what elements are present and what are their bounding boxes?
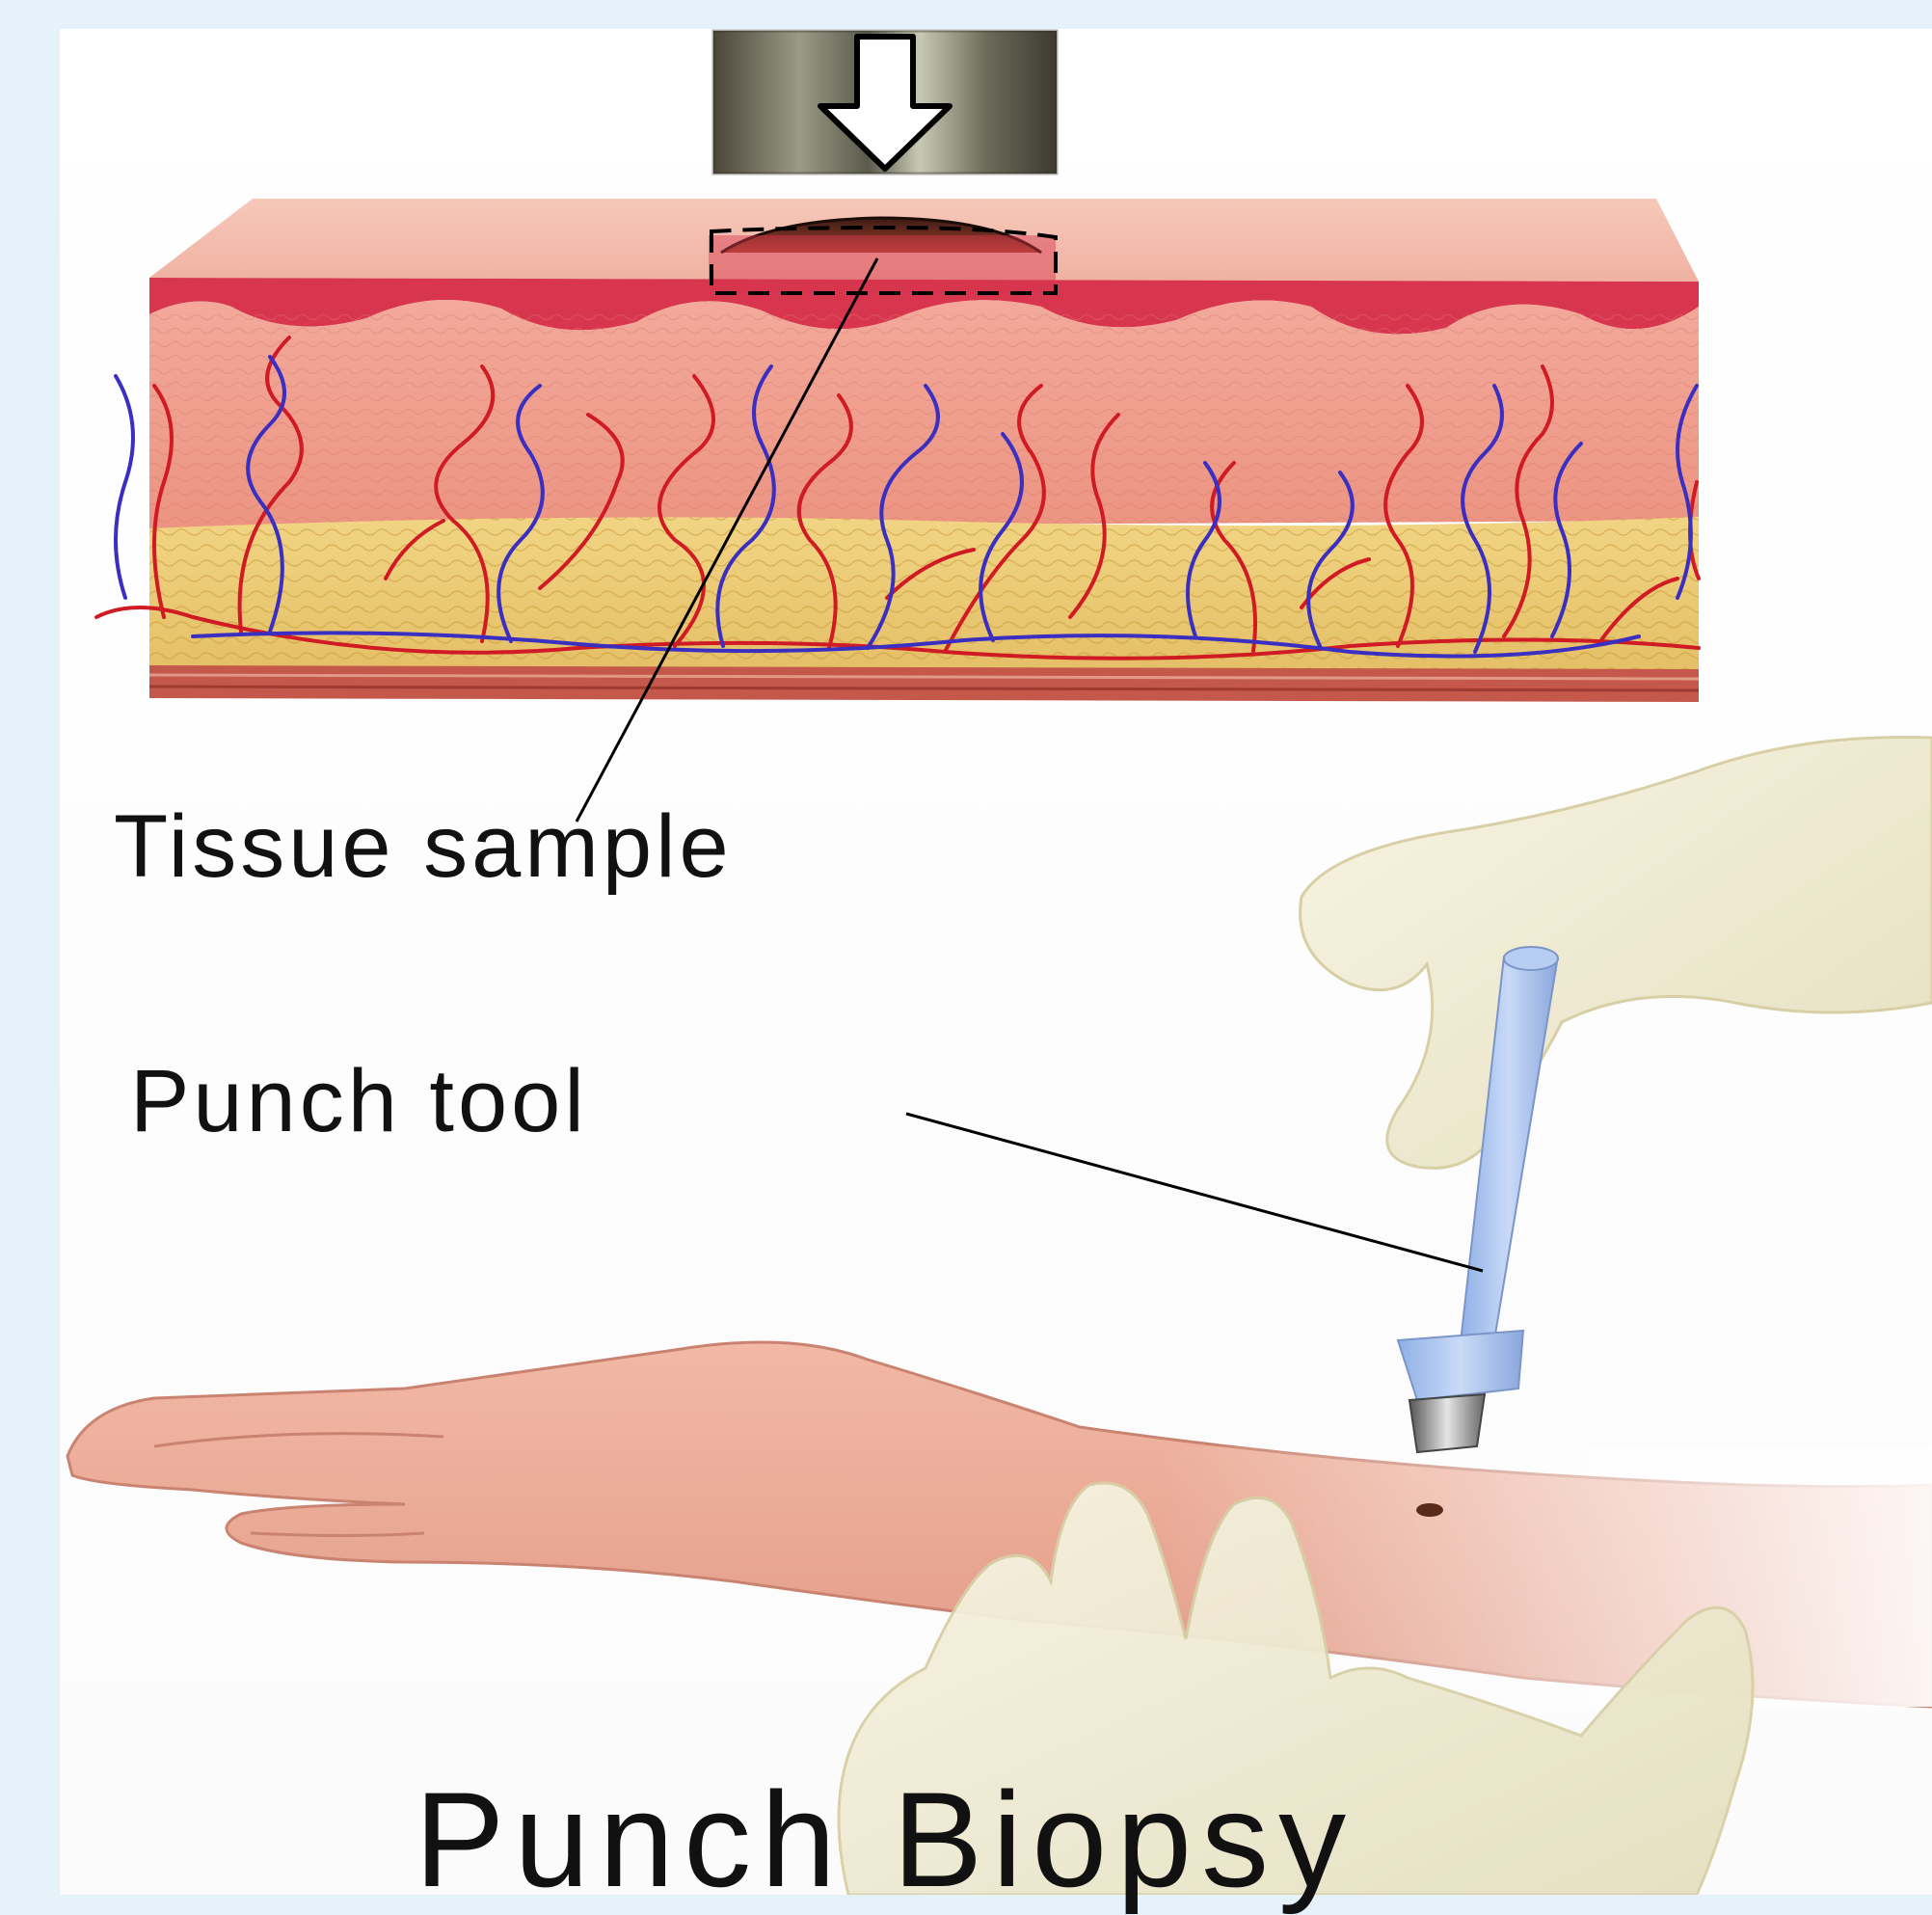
diagram-title: Punch Biopsy bbox=[415, 1772, 1355, 1907]
skin-lesion bbox=[1416, 1503, 1443, 1517]
punch-tool-label: Punch tool bbox=[130, 1057, 588, 1146]
tissue-sample-label: Tissue sample bbox=[114, 802, 733, 891]
skin-cross-section bbox=[96, 199, 1699, 702]
